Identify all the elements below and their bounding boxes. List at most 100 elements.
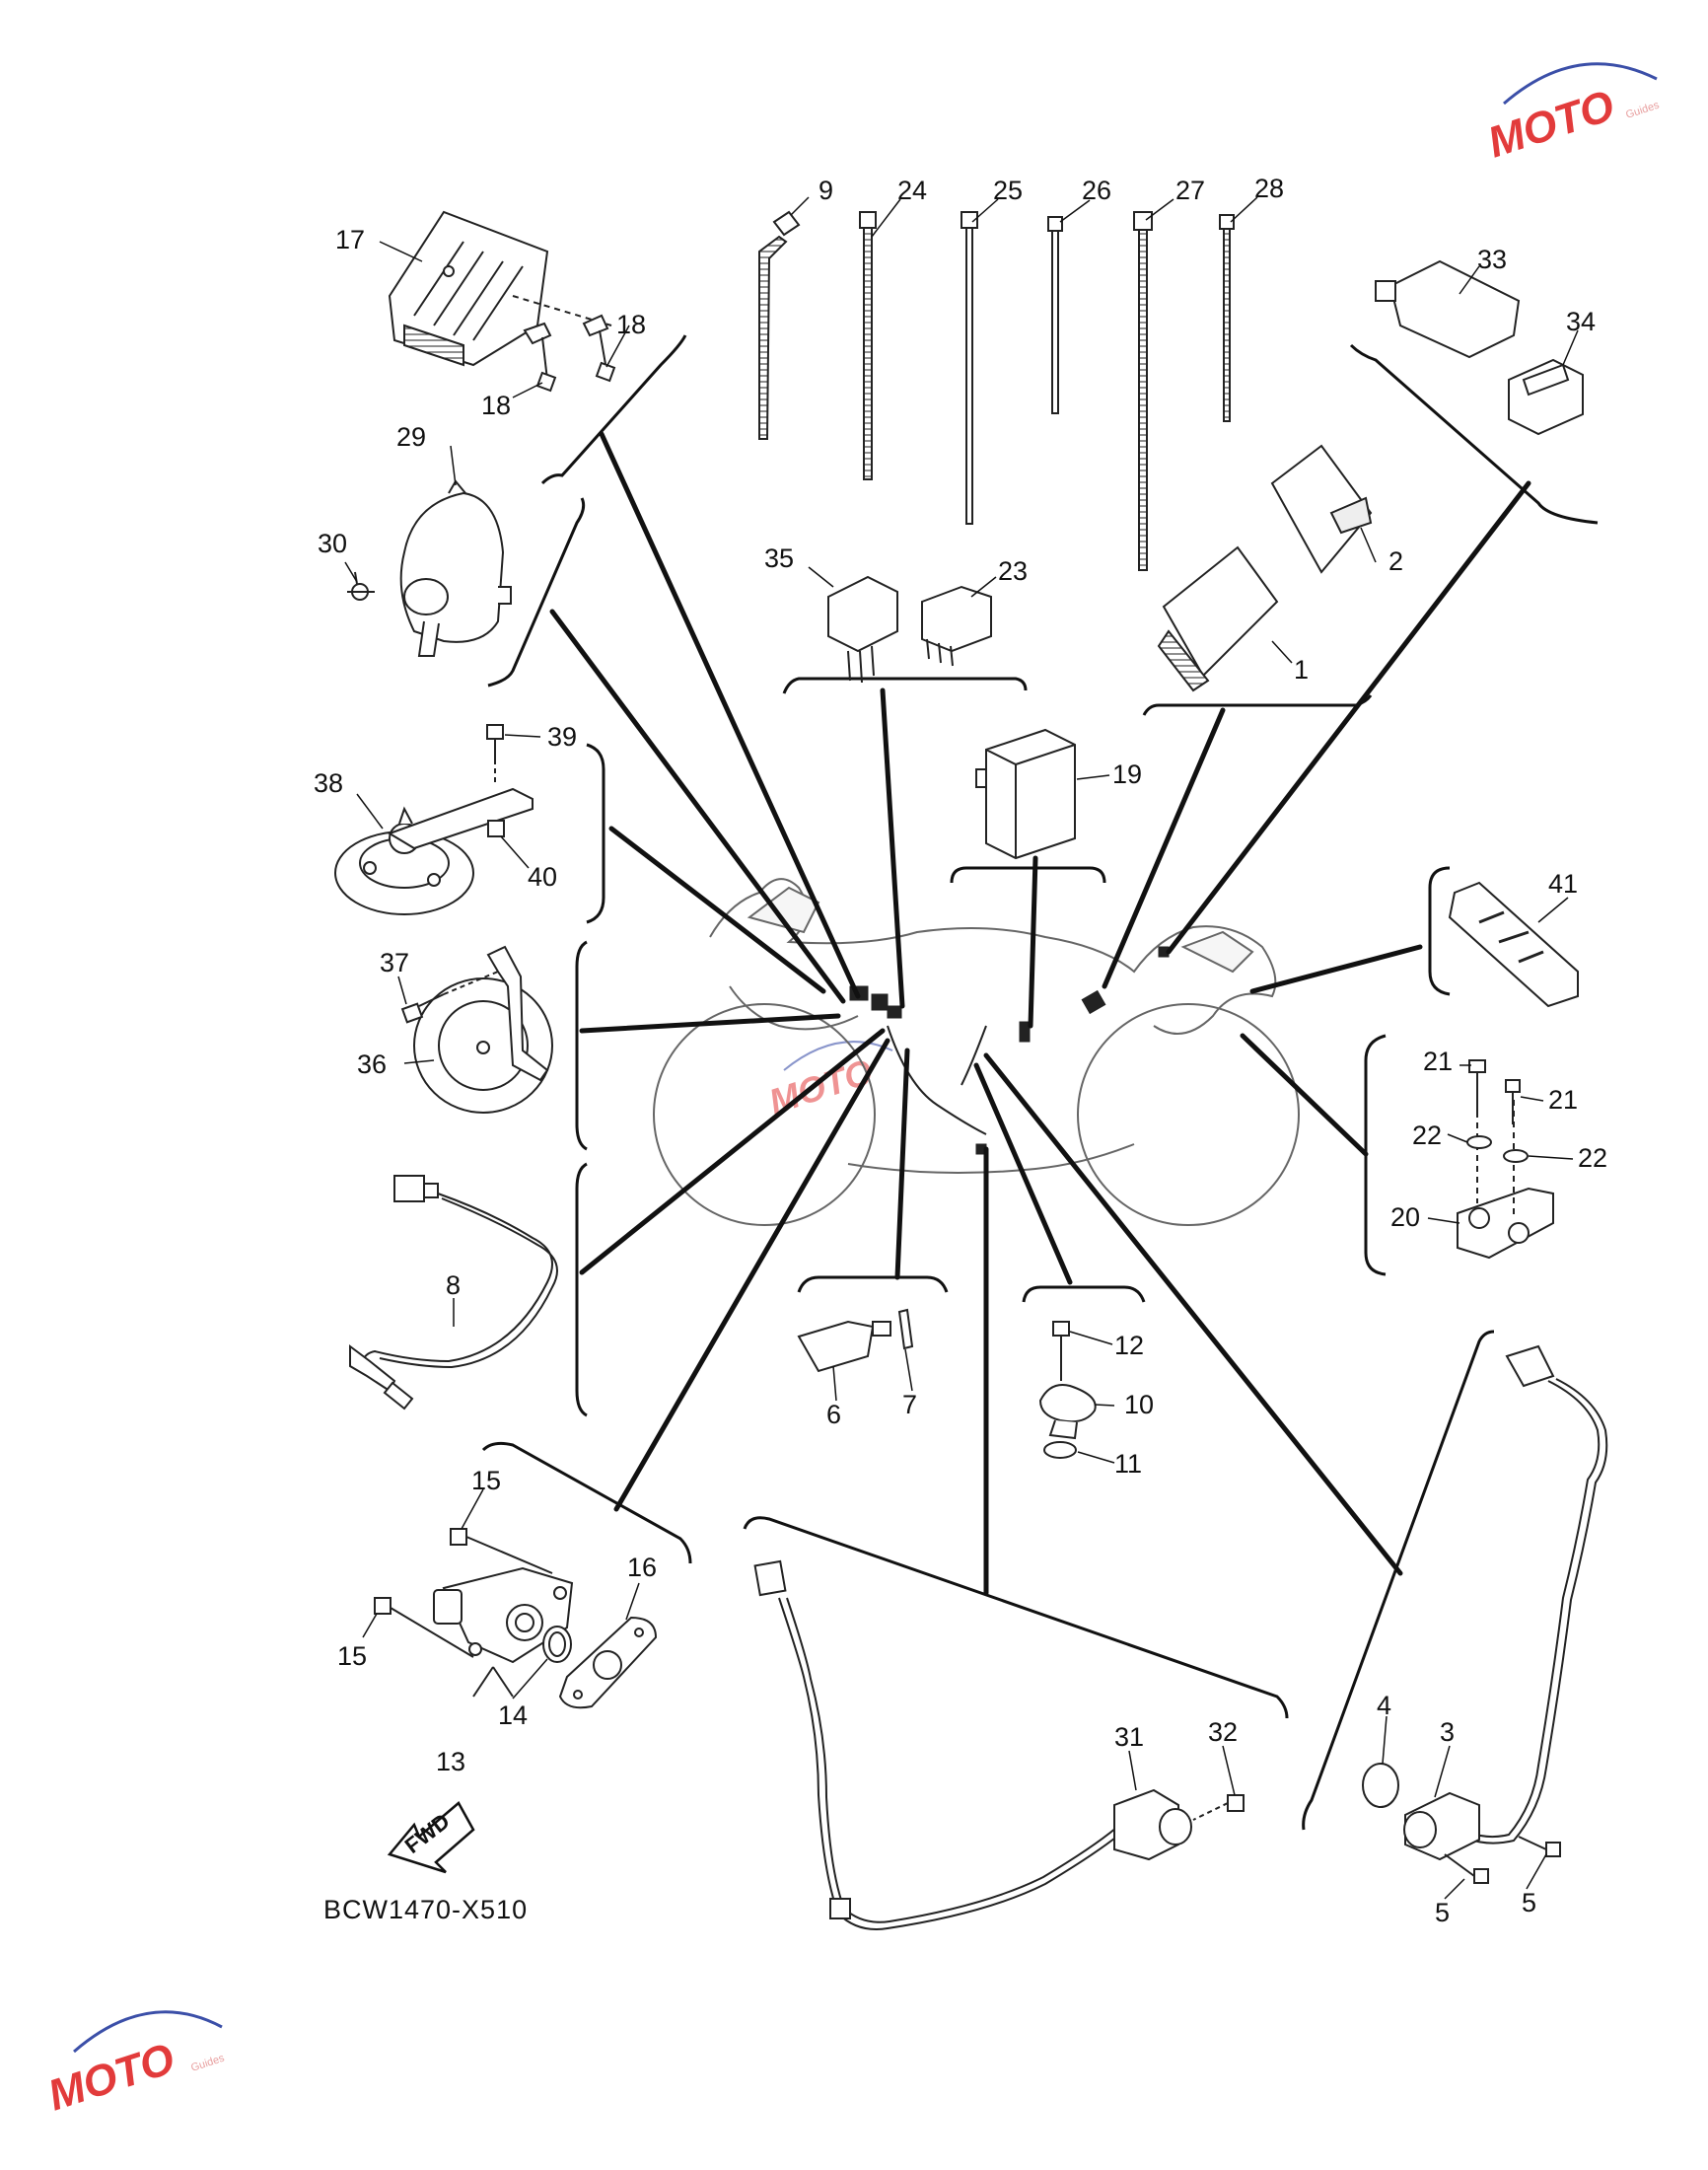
- watermark-top-right: MOTO Guides: [1482, 62, 1662, 168]
- part-2-module: [1270, 444, 1373, 574]
- callout-11: 11: [1114, 1449, 1142, 1479]
- callout-35: 35: [764, 543, 794, 573]
- callout-leaders: [344, 196, 1579, 1900]
- callout-18a: 18: [616, 310, 646, 339]
- part-29-cover: [347, 479, 512, 657]
- callout-10: 10: [1124, 1390, 1154, 1419]
- part-22-washer-a: [1466, 1135, 1492, 1149]
- part-17-regulator: [388, 210, 616, 393]
- callout-31: 31: [1114, 1722, 1144, 1752]
- callout-12: 12: [1114, 1331, 1144, 1360]
- part-4-o-ring: [1362, 1763, 1399, 1808]
- part-14-o-ring: [542, 1626, 572, 1663]
- part-31-sensor: [753, 1559, 1245, 1930]
- callout-13: 13: [436, 1747, 465, 1776]
- part-40-nut: [487, 820, 505, 837]
- part-33-module: [1375, 259, 1521, 359]
- callout-9: 9: [818, 176, 833, 205]
- part-34-connector: [1508, 358, 1584, 436]
- part-22-washer-b: [1503, 1149, 1529, 1163]
- callout-17: 17: [335, 225, 365, 254]
- svg-text:Guides: Guides: [189, 2053, 226, 2074]
- callout-41: 41: [1548, 869, 1578, 899]
- part-10-sensor: [1038, 1321, 1097, 1459]
- part-15-screw-b: [374, 1597, 474, 1658]
- callout-8: 8: [446, 1270, 461, 1300]
- callout-2: 2: [1388, 546, 1403, 576]
- callout-22a: 22: [1412, 1121, 1442, 1150]
- svg-text:MOTO: MOTO: [42, 2034, 180, 2120]
- part-26-tie: [1047, 216, 1063, 414]
- part-39-bolt: [486, 724, 504, 784]
- callout-26: 26: [1082, 176, 1111, 205]
- callout-38: 38: [314, 768, 343, 798]
- part-11-o-ring: [1043, 1441, 1077, 1459]
- part-36-horn: [400, 945, 553, 1114]
- part-18-bolt-a: [523, 322, 557, 393]
- diagram-code: BCW1470-X510: [323, 1895, 528, 1924]
- callout-16: 16: [627, 1553, 657, 1582]
- callout-23: 23: [998, 556, 1028, 586]
- callout-40: 40: [528, 862, 557, 892]
- callout-29: 29: [396, 422, 426, 452]
- part-7-washer: [897, 1308, 914, 1350]
- callout-3: 3: [1440, 1717, 1455, 1747]
- callout-5a: 5: [1435, 1898, 1450, 1927]
- callout-21b: 21: [1548, 1085, 1578, 1115]
- part-35-relay: [827, 575, 898, 684]
- part-38-horn: [334, 724, 534, 915]
- callout-5b: 5: [1522, 1888, 1536, 1917]
- callout-32: 32: [1208, 1717, 1238, 1747]
- callout-20: 20: [1390, 1202, 1420, 1232]
- leader-lines: [549, 431, 1531, 1596]
- callout-33: 33: [1477, 245, 1507, 274]
- rear-wheel-outline: [1077, 1003, 1300, 1226]
- callout-34: 34: [1566, 307, 1596, 336]
- part-20-bracket: [1457, 1059, 1554, 1260]
- callout-15b: 15: [337, 1641, 367, 1671]
- part-28-tie: [1219, 214, 1235, 422]
- part-24-tie: [859, 211, 877, 480]
- part-32-bolt: [1192, 1794, 1245, 1821]
- part-1-ecu: [1157, 545, 1279, 692]
- callout-7: 7: [902, 1390, 917, 1419]
- svg-text:MOTO: MOTO: [1482, 81, 1620, 167]
- callout-36: 36: [357, 1049, 387, 1079]
- part-37-bolt: [400, 971, 499, 1024]
- svg-text:Guides: Guides: [1624, 100, 1661, 121]
- part-9-band: [758, 210, 801, 440]
- callout-25: 25: [993, 176, 1023, 205]
- part-15-screw-a: [450, 1528, 553, 1574]
- callout-22b: 22: [1578, 1143, 1607, 1173]
- callout-1: 1: [1294, 655, 1309, 685]
- part-23-relay: [921, 585, 992, 667]
- part-5-screw-b: [1518, 1836, 1561, 1857]
- callout-37: 37: [380, 948, 409, 977]
- forward-arrow: FWD: [387, 1801, 475, 1874]
- part-5-screw-a: [1444, 1853, 1489, 1884]
- part-8-o2-sensor: [349, 1175, 558, 1410]
- front-wheel-outline: [653, 1003, 876, 1226]
- part-19-box: [975, 728, 1076, 860]
- motorcycle-outline: [653, 878, 1300, 1226]
- part-13-idle-valve: [374, 1528, 658, 1709]
- callout-14: 14: [498, 1700, 528, 1730]
- callout-21a: 21: [1423, 1047, 1453, 1076]
- callout-19: 19: [1112, 760, 1142, 789]
- part-12-bolt: [1052, 1321, 1070, 1381]
- callout-4: 4: [1377, 1691, 1391, 1720]
- part-21-bolt-a: [1468, 1059, 1486, 1115]
- group-brackets: [481, 334, 1599, 1831]
- callout-labels: 17 18 18 29 30 39 38 40 37 36 8 9 24 25 …: [314, 174, 1607, 1927]
- part-6-switch: [797, 1320, 891, 1373]
- part-27-tie: [1133, 211, 1153, 571]
- callout-30: 30: [318, 529, 347, 558]
- callout-39: 39: [547, 722, 577, 752]
- part-21-bolt-b: [1505, 1079, 1521, 1124]
- callout-15a: 15: [471, 1466, 501, 1495]
- callout-6: 6: [826, 1400, 841, 1429]
- part-41-plate: [1448, 881, 1579, 1008]
- harness-connectors: [849, 946, 1170, 1155]
- callout-28: 28: [1254, 174, 1284, 203]
